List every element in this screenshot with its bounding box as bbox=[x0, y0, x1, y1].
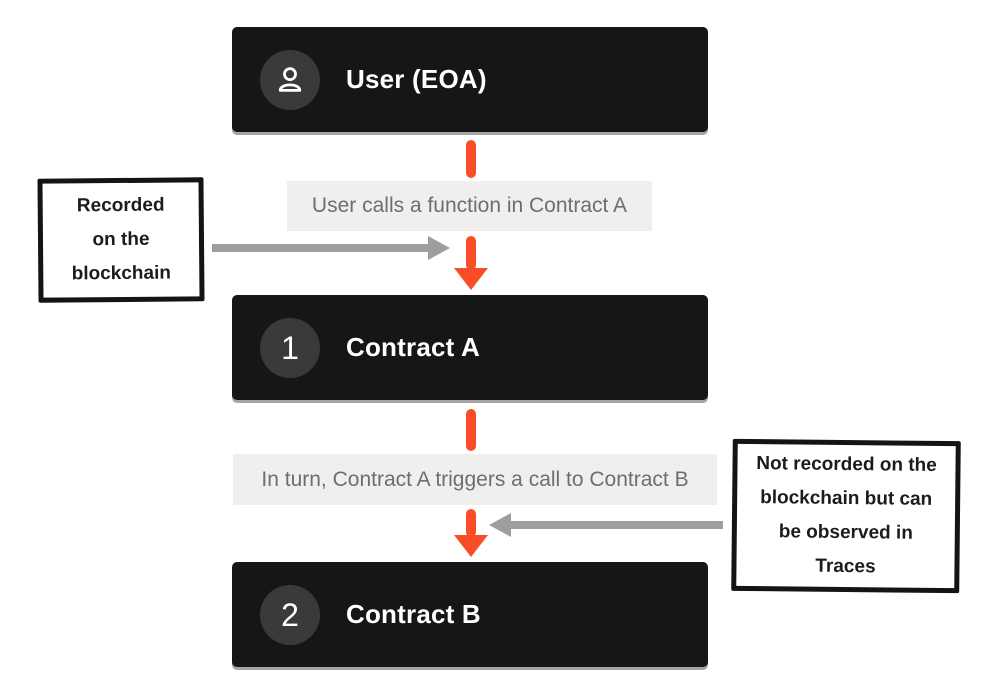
flow-label-contract-call: In turn, Contract A triggers a call to C… bbox=[233, 454, 717, 505]
step-badge-1: 1 bbox=[260, 317, 320, 378]
annotation-line: on the bbox=[92, 228, 150, 251]
annotation-recorded-on-chain: Recorded on the blockchain bbox=[37, 177, 205, 303]
flow-label-user-call: User calls a function in Contract A bbox=[287, 181, 652, 231]
node-contract-a: 1 Contract A bbox=[232, 295, 708, 400]
annotation-line: Recorded bbox=[76, 194, 165, 217]
annotation-not-recorded-traces: Not recorded on the blockchain but can b… bbox=[731, 438, 961, 594]
annotation-line: Traces bbox=[815, 555, 876, 578]
annotation-line: be observed in bbox=[778, 521, 913, 544]
annotation-line: Not recorded on the bbox=[756, 453, 937, 476]
gray-arrow-left-arrowhead-icon bbox=[428, 236, 450, 260]
step-number: 2 bbox=[281, 596, 299, 633]
flow-arrow-2-line-top bbox=[466, 409, 476, 451]
user-avatar-circle bbox=[260, 49, 320, 110]
flow-arrow-2-line-bottom bbox=[466, 509, 476, 537]
flow-arrow-1-line-bottom bbox=[466, 236, 476, 270]
annotation-line: blockchain but can bbox=[760, 487, 933, 510]
node-contract-a-title: Contract A bbox=[346, 332, 480, 362]
node-contract-b: 2 Contract B bbox=[232, 562, 708, 667]
flow-arrow-1-line-top bbox=[466, 140, 476, 178]
gray-arrow-right-arrowhead-icon bbox=[489, 513, 511, 537]
annotation-line: blockchain bbox=[71, 262, 172, 285]
flow-arrow-1-arrowhead-icon bbox=[454, 268, 488, 290]
node-user-title: User (EOA) bbox=[346, 64, 487, 94]
user-icon bbox=[278, 66, 302, 92]
step-badge-2: 2 bbox=[260, 584, 320, 645]
node-contract-b-title: Contract B bbox=[346, 599, 481, 629]
gray-arrow-left-line bbox=[212, 244, 428, 252]
node-user-eoa: User (EOA) bbox=[232, 27, 708, 132]
flow-arrow-2-arrowhead-icon bbox=[454, 535, 488, 557]
gray-arrow-right-line bbox=[509, 521, 723, 529]
step-number: 1 bbox=[281, 329, 299, 366]
